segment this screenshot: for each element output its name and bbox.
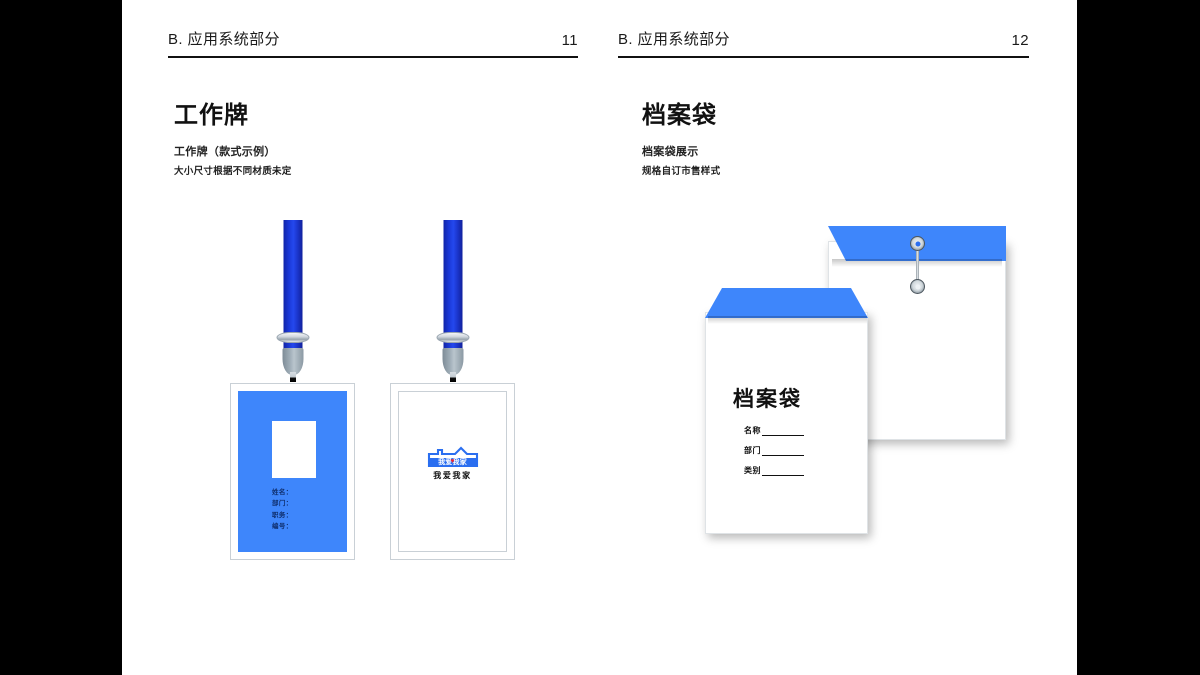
- lanyard-clip-tip: [289, 372, 296, 382]
- house-logo-icon: 我爱我家 ♥: [427, 446, 479, 467]
- lanyard-strap: [283, 220, 302, 340]
- badge-field-list: 姓名： 部门： 职务： 编号：: [272, 487, 293, 533]
- lanyard-clip-tip: [449, 372, 456, 382]
- photo-placeholder: [272, 421, 316, 478]
- envelope-field-label: 名称: [744, 426, 761, 435]
- envelope-front-body: [705, 312, 868, 534]
- header-title: B. 应用系统部分: [168, 31, 280, 48]
- page-header-left: B. 应用系统部分 11: [168, 28, 578, 58]
- house-outline-icon: [427, 446, 478, 467]
- page-right: B. 应用系统部分 12 档案袋 档案袋展示 规格自订市售样式: [600, 0, 1077, 675]
- envelope-title: 档案袋: [733, 388, 802, 411]
- lanyard-strap-lower: [283, 340, 302, 349]
- envelope-field-rule: [762, 468, 804, 476]
- badge-blue-panel: 姓名： 部门： 职务： 编号：: [238, 391, 347, 552]
- logo-band: [428, 458, 477, 467]
- lanyard-clip: [282, 348, 303, 375]
- lanyard-ring: [276, 332, 309, 343]
- badge-inner-frame: 我爱我家 ♥ 我爱我家: [398, 391, 507, 552]
- company-logo: 我爱我家 ♥ 我爱我家: [399, 446, 506, 481]
- page-number: 12: [1011, 32, 1029, 49]
- section-caption-2: 规格自订市售样式: [642, 166, 721, 177]
- clasp-button-top[interactable]: [910, 236, 925, 251]
- section-heading-block-left: 工作牌 工作牌（款式示例） 大小尺寸根据不同材质未定: [174, 95, 292, 177]
- envelope-field-rule: [762, 448, 804, 456]
- header-title: B. 应用系统部分: [618, 31, 730, 48]
- envelope-field-row: 名称: [744, 425, 804, 436]
- page-left: B. 应用系统部分 11 工作牌 工作牌（款式示例） 大小尺寸根据不同材质未定 …: [122, 0, 600, 675]
- page-number: 11: [561, 32, 578, 49]
- clasp-string: [916, 244, 919, 286]
- envelope-field-label: 类别: [744, 466, 761, 475]
- section-caption-2: 大小尺寸根据不同材质未定: [174, 166, 292, 177]
- clasp-button-bottom[interactable]: [910, 279, 925, 294]
- page-header-right: B. 应用系统部分 12: [618, 28, 1029, 58]
- badge-blue-photo: 姓名： 部门： 职务： 编号：: [230, 220, 355, 560]
- header-rule: [618, 56, 1029, 58]
- lanyard-strap-lower: [443, 340, 462, 349]
- envelope-field-row: 部门: [744, 445, 804, 456]
- section-title: 档案袋: [642, 102, 717, 129]
- section-caption-1: 档案袋展示: [642, 146, 699, 158]
- envelope-front-flap-shadow: [708, 316, 867, 324]
- header-rule: [168, 56, 578, 58]
- badge-card: 我爱我家 ♥ 我爱我家: [390, 383, 515, 560]
- logo-wordmark: 我爱我家: [438, 459, 467, 466]
- badge-white-logo: 我爱我家 ♥ 我爱我家: [390, 220, 515, 560]
- envelope-field-rule: [762, 428, 804, 436]
- lanyard-strap: [443, 220, 462, 340]
- envelope-field-row: 类别: [744, 465, 804, 476]
- lanyard-clip: [442, 348, 463, 375]
- badge-card: 姓名： 部门： 职务： 编号：: [230, 383, 355, 560]
- badge-field: 姓名：: [272, 489, 293, 496]
- badge-field: 部门：: [272, 500, 293, 508]
- lanyard-ring: [436, 332, 469, 343]
- envelope-front: 档案袋 名称 部门 类别: [700, 288, 875, 536]
- section-title: 工作牌: [174, 102, 249, 129]
- heart-icon: ♥: [450, 458, 455, 465]
- logo-tagline: 我爱我家: [433, 471, 472, 480]
- envelope-field-list: 名称 部门 类别: [744, 425, 804, 485]
- section-caption-1: 工作牌（款式示例）: [174, 146, 276, 158]
- badge-field: 编号：: [272, 523, 293, 531]
- badge-field: 职务：: [272, 511, 293, 519]
- envelope-field-label: 部门: [744, 446, 761, 455]
- section-heading-block-right: 档案袋 档案袋展示 规格自订市售样式: [642, 95, 720, 177]
- envelope-front-flap: [705, 288, 868, 318]
